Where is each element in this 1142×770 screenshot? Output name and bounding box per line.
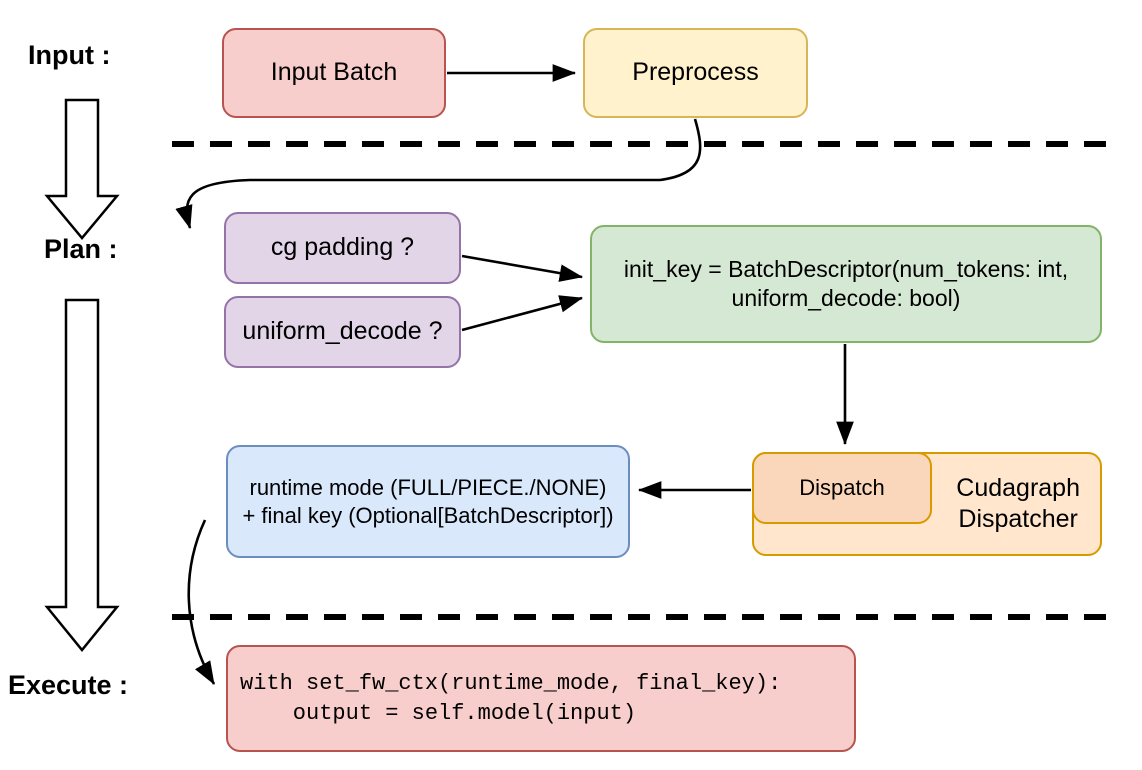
arrow-uniform-decode-to-init-key (461, 295, 584, 332)
node-cudagraph-dispatcher-text: Cudagraph Dispatcher (956, 473, 1080, 536)
node-runtime-mode-text: runtime mode (FULL/PIECE./NONE) + final … (242, 474, 613, 529)
node-cudagraph-dispatcher-line1: Cudagraph (956, 473, 1080, 502)
stage-label-plan: Plan : (44, 234, 118, 264)
node-execute-code-line1: with set_fw_ctx(runtime_mode, final_key)… (240, 670, 782, 696)
node-uniform-decode-label: uniform_decode ? (242, 317, 443, 346)
plan-to-execute-block-arrow (44, 298, 120, 652)
node-preprocess[interactable]: Preprocess (583, 28, 808, 118)
stage-label-input: Input : (28, 40, 111, 70)
arrow-runtime-mode-to-execute-code (187, 519, 216, 685)
node-init-key-text: init_key = BatchDescriptor(num_tokens: i… (624, 255, 1068, 313)
node-preprocess-label: Preprocess (632, 58, 759, 87)
node-execute-code[interactable]: with set_fw_ctx(runtime_mode, final_key)… (226, 645, 856, 752)
node-input-batch-label: Input Batch (270, 58, 398, 87)
node-input-batch[interactable]: Input Batch (222, 28, 446, 118)
node-dispatch[interactable]: Dispatch (752, 452, 932, 524)
arrow-cg-padding-to-init-key (461, 254, 584, 282)
node-dispatch-label: Dispatch (799, 475, 885, 501)
input-to-plan-block-arrow (44, 98, 120, 240)
node-cg-padding-label: cg padding ? (270, 233, 415, 262)
node-init-key-line2: uniform_decode: bool) (731, 285, 961, 311)
node-runtime-mode[interactable]: runtime mode (FULL/PIECE./NONE) + final … (226, 445, 630, 558)
node-runtime-mode-line2: + final key (Optional[BatchDescriptor]) (242, 502, 614, 528)
node-cg-padding[interactable]: cg padding ? (224, 212, 461, 284)
node-execute-code-line2: output = self.model(input) (240, 700, 637, 726)
node-init-key[interactable]: init_key = BatchDescriptor(num_tokens: i… (590, 225, 1102, 343)
node-execute-code-text: with set_fw_ctx(runtime_mode, final_key)… (240, 669, 781, 728)
node-runtime-mode-line1: runtime mode (FULL/PIECE./NONE) (249, 475, 607, 500)
node-init-key-line1: init_key = BatchDescriptor(num_tokens: i… (623, 256, 1069, 283)
stage-label-execute: Execute : (8, 670, 129, 700)
node-cudagraph-dispatcher-line2: Dispatcher (958, 505, 1078, 533)
node-uniform-decode[interactable]: uniform_decode ? (224, 296, 461, 368)
